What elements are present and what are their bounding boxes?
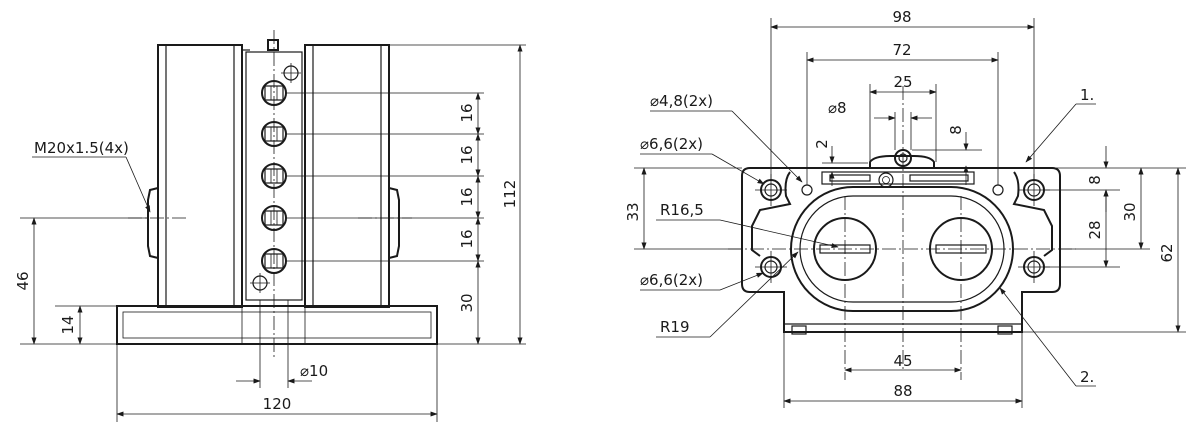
side-view: M20x1.5(4x) 16 16 16 16 30 112 46 14 ⌀10… bbox=[14, 30, 526, 422]
thread-label: M20x1.5(4x) bbox=[34, 139, 129, 157]
dim-outer-width: 98 bbox=[892, 8, 911, 26]
dim-base-width: 88 bbox=[893, 382, 912, 400]
dim-gap: 2 bbox=[813, 139, 831, 149]
dim-base-height: 14 bbox=[59, 315, 77, 334]
dim-inner-width: 72 bbox=[892, 41, 911, 59]
dim-pitch-4: 16 bbox=[458, 229, 476, 248]
dim-hole-upper: ⌀6,6(2x) bbox=[640, 135, 703, 153]
dim-height-30: 30 bbox=[1121, 202, 1139, 221]
front-view: 98 72 25 ⌀8 8 2 ⌀4,8(2x) ⌀6,6(2x) R16,5 … bbox=[624, 8, 1186, 408]
dim-pin-height: 8 bbox=[947, 125, 965, 135]
dim-center-dist: 45 bbox=[893, 352, 912, 370]
housing-left bbox=[157, 44, 243, 308]
dim-pitch-2: 16 bbox=[458, 145, 476, 164]
base-plate bbox=[116, 305, 438, 345]
dim-hole-lower: ⌀6,6(2x) bbox=[640, 271, 703, 289]
dim-roller-dia: ⌀10 bbox=[300, 362, 328, 380]
callout-1: 1. bbox=[1080, 86, 1094, 104]
dim-hole-small: ⌀4,8(2x) bbox=[650, 92, 713, 110]
dim-height-33: 33 bbox=[624, 202, 642, 221]
dim-width-total: 120 bbox=[263, 395, 292, 413]
dim-height-62: 62 bbox=[1158, 243, 1176, 262]
mounting-hole bbox=[755, 251, 787, 283]
dim-cam-width: 25 bbox=[893, 73, 912, 91]
dim-pitch-1: 16 bbox=[458, 103, 476, 122]
dim-height-28: 28 bbox=[1086, 220, 1104, 239]
dim-pin-dia: ⌀8 bbox=[828, 99, 847, 117]
dim-base-to-first: 30 bbox=[458, 293, 476, 312]
dim-radius-inner: R16,5 bbox=[660, 201, 704, 219]
dim-radius-outer: R19 bbox=[660, 318, 690, 336]
dim-height-8: 8 bbox=[1086, 175, 1104, 185]
dim-height-total: 112 bbox=[501, 180, 519, 209]
dim-pitch-3: 16 bbox=[458, 187, 476, 206]
dim-axis-height: 46 bbox=[14, 271, 32, 290]
callout-2: 2. bbox=[1080, 368, 1094, 386]
